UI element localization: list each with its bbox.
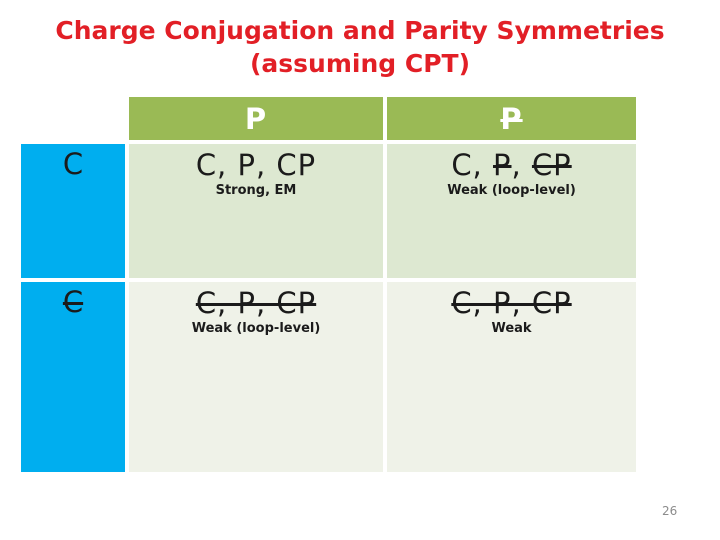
cell-cviolated-p: C, P, CP Weak (loop-level) xyxy=(129,282,383,472)
row-header-c-text: C xyxy=(63,147,83,181)
row-header-c: C xyxy=(21,144,125,278)
table-corner-cell xyxy=(21,97,125,140)
symmetry-text-segment: C, P, CP xyxy=(451,286,572,320)
column-header-p-violated: P xyxy=(387,97,636,140)
column-header-p: P xyxy=(129,97,383,140)
cell-cviolated-pviolated: C, P, CP Weak xyxy=(387,282,636,472)
symmetry-text-segment: C, xyxy=(451,148,493,182)
slide-title-line1: Charge Conjugation and Parity Symmetries xyxy=(55,16,665,45)
cell-cviolated-p-symmetries: C, P, CP xyxy=(129,287,383,319)
slide-title: Charge Conjugation and Parity Symmetries… xyxy=(0,14,720,80)
cell-cviolated-p-note: Weak (loop-level) xyxy=(191,321,321,336)
cell-cviolated-pviolated-symmetries: C, P, CP xyxy=(387,287,636,319)
column-header-p-text: P xyxy=(245,103,267,135)
row-header-c-violated: C xyxy=(21,282,125,472)
symmetry-text-segment: CP xyxy=(531,148,572,182)
cell-cviolated-pviolated-note: Weak xyxy=(491,321,532,336)
symmetry-text-segment: C xyxy=(62,147,84,181)
cell-c-p-symmetries: C, P, CP xyxy=(129,149,383,181)
symmetry-text-segment: C xyxy=(62,285,84,319)
page-number: 26 xyxy=(662,504,678,518)
cell-c-pviolated-symmetries: C, P, CP xyxy=(387,149,636,181)
row-header-c-violated-text: C xyxy=(63,285,83,319)
symmetry-table: P P C C, P, CP Strong, EM C, P, CP Weak … xyxy=(21,97,636,472)
symmetry-text-segment: P xyxy=(500,101,523,136)
cell-c-p-note: Strong, EM xyxy=(215,183,297,198)
cell-c-pviolated: C, P, CP Weak (loop-level) xyxy=(387,144,636,278)
symmetry-text-segment: C, P, CP xyxy=(195,148,317,182)
symmetry-text-segment: C, P, CP xyxy=(195,286,317,320)
cell-c-p: C, P, CP Strong, EM xyxy=(129,144,383,278)
symmetry-text-segment: P xyxy=(244,101,268,136)
cell-c-pviolated-note: Weak (loop-level) xyxy=(447,183,576,198)
symmetry-text-segment: P xyxy=(493,148,512,182)
column-header-p-violated-text: P xyxy=(500,103,522,135)
symmetry-text-segment: , xyxy=(511,148,532,182)
slide-title-line2: (assuming CPT) xyxy=(249,49,471,78)
